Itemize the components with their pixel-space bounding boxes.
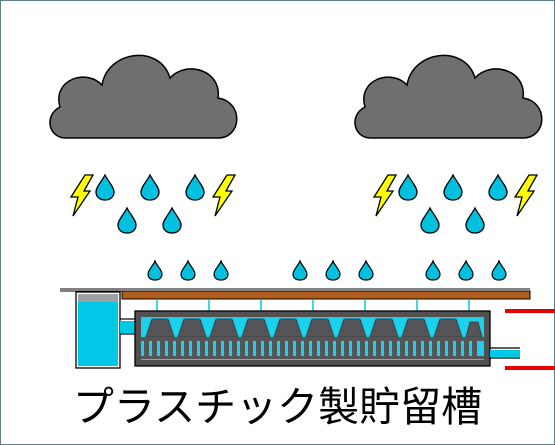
raindrop-icon	[213, 260, 229, 281]
raindrop-icon	[465, 207, 485, 234]
cloud-right	[354, 54, 543, 234]
raindrop-icon	[491, 260, 507, 281]
raindrop-icon	[398, 174, 418, 201]
raindrop-icon	[325, 260, 341, 281]
surface-drops	[147, 260, 507, 281]
rain-cloud-icon	[49, 54, 238, 139]
lightning-bolt-icon	[514, 174, 538, 217]
lightning-bolt-icon	[212, 174, 236, 217]
storage-tank	[134, 310, 491, 367]
raindrop-icon	[185, 174, 205, 201]
raindrop-icon	[425, 260, 441, 281]
lightning-bolt-icon	[373, 174, 397, 217]
raindrop-icon	[443, 174, 463, 201]
outlet-markers	[505, 309, 555, 370]
ground-surface	[60, 288, 531, 300]
outlet-pipe	[490, 347, 520, 359]
raindrop-icon	[147, 260, 163, 281]
cloud-left	[49, 54, 238, 234]
raindrop-icon	[180, 260, 196, 281]
raindrop-icon	[292, 260, 308, 281]
raindrop-icon	[420, 207, 440, 234]
raindrop-icon	[358, 260, 374, 281]
raindrop-icon	[488, 174, 508, 201]
raindrop-icon	[162, 207, 182, 234]
rain-cloud-icon	[354, 54, 543, 139]
raindrop-icon	[458, 260, 474, 281]
lightning-bolt-icon	[70, 174, 94, 217]
diagram-caption: プラスチック製貯留槽	[72, 383, 483, 431]
raindrop-icon	[117, 207, 137, 234]
catch-basin	[75, 291, 138, 369]
raindrop-icon	[95, 174, 115, 201]
raindrop-icon	[140, 174, 160, 201]
